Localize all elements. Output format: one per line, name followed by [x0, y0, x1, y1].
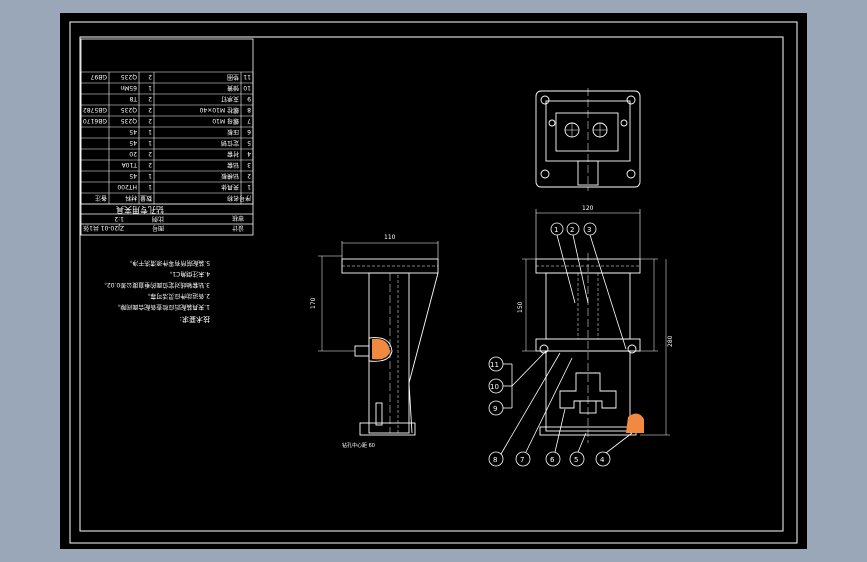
- parts-cell-no: 6: [247, 128, 251, 135]
- parts-cell-name: 支承钉: [221, 95, 239, 103]
- parts-cell-qty: 2: [148, 95, 152, 102]
- parts-cell-material: T8: [129, 95, 138, 102]
- parts-cell-name: 压板: [227, 128, 239, 136]
- left-balloons: [488, 350, 547, 416]
- parts-cell-name: 钻套: [227, 161, 239, 169]
- front-view: [522, 209, 670, 443]
- parts-cell-qty: 2: [148, 106, 152, 113]
- note-line: 1.夹具装配后应检查各配合面间隙。: [114, 303, 210, 311]
- parts-cell-no: 4: [247, 150, 251, 157]
- parts-cell-material: Q235: [121, 73, 137, 80]
- parts-cell-qty: 2: [148, 73, 152, 80]
- parts-cell-qty: 2: [148, 161, 152, 168]
- front-view-hatch: [626, 413, 644, 433]
- title-header-d: 比例: [152, 215, 164, 223]
- balloon-label: 7: [520, 456, 524, 464]
- dim-front-width: 120: [582, 205, 594, 212]
- parts-cell-note: GB97: [90, 73, 107, 80]
- parts-cell-no: 2: [247, 172, 251, 179]
- parts-cell-no: 9: [247, 95, 251, 102]
- title-header-b: 审核: [232, 214, 244, 222]
- parts-cell-qty: 1: [148, 128, 152, 135]
- title-scale: 1:2: [114, 215, 124, 222]
- title-header-c: 图号: [152, 224, 164, 231]
- parts-cell-material: T10A: [121, 161, 138, 168]
- balloon-label: 6: [550, 456, 555, 464]
- parts-cell-material: 20: [129, 150, 137, 157]
- balloon-label: 4: [600, 456, 605, 464]
- parts-cell-no: 5: [247, 139, 251, 146]
- outer-border: [69, 21, 798, 544]
- title-sheet: 共1张: [83, 224, 99, 232]
- parts-cell-qty: 2: [148, 150, 152, 157]
- parts-cell-qty: 1: [148, 183, 152, 190]
- parts-cell-name: 夹具体: [221, 183, 239, 191]
- balloon-label: 5: [574, 456, 578, 464]
- bottom-balloons: [488, 352, 633, 467]
- parts-cell-name: 钻模板: [221, 172, 239, 180]
- balloon-label: 10: [490, 383, 499, 391]
- parts-cell-material: 45: [129, 172, 137, 179]
- balloon-label: 1: [554, 226, 558, 234]
- top-view: [535, 88, 641, 191]
- balloon-label: 9: [493, 405, 497, 413]
- side-view-hatch: [372, 338, 390, 360]
- dim-side-width: 110: [384, 234, 396, 241]
- technical-notes: 技术要求: 1.夹具装配后应检查各配合面间隙。 2.各运动件应灵活可靠。 3.钻…: [101, 259, 210, 324]
- parts-cell-name: 螺栓 M10×40: [199, 106, 239, 114]
- parts-cell-no: 10: [243, 84, 251, 91]
- parts-cell-material: Q235: [121, 106, 137, 113]
- note-line: 3.钻套轴线对定位面的垂直度公差0.02。: [101, 281, 210, 289]
- drawing-title: 钻孔专用夹具: [116, 205, 164, 215]
- note-line: 4.未注倒角C1。: [166, 270, 210, 278]
- dim-front-height-a: 150: [517, 301, 524, 313]
- parts-cell-name: 垫圈: [227, 73, 239, 81]
- parts-header-cell: 备注: [95, 194, 107, 202]
- parts-cell-qty: 1: [148, 172, 152, 179]
- note-line: 2.各运动件应灵活可靠。: [144, 292, 210, 300]
- dim-side-height: 170: [310, 297, 317, 309]
- balloon-label: 2: [570, 226, 574, 234]
- note-line: 技术要求:: [180, 315, 210, 324]
- parts-cell-material: 65Mn: [120, 84, 137, 91]
- parts-cell-name: 螺母 M10: [212, 117, 239, 125]
- parts-cell-note: GB6170: [83, 117, 107, 124]
- parts-cell-no: 8: [247, 106, 251, 113]
- parts-cell-material: HT200: [117, 183, 137, 190]
- title-drawing-no: ZJ20-01: [101, 224, 124, 231]
- parts-header-cell: 材料: [125, 194, 137, 202]
- parts-cell-material: 45: [129, 128, 137, 135]
- parts-header-cell: 数量: [140, 194, 152, 202]
- parts-cell-qty: 2: [148, 117, 152, 124]
- parts-cell-no: 1: [247, 183, 251, 190]
- parts-cell-name: 定位销: [221, 139, 239, 147]
- parts-header-cell: 序号: [239, 194, 251, 202]
- inner-border: [79, 36, 784, 532]
- balloon-label: 3: [587, 226, 591, 234]
- title-header-a: 设计: [232, 224, 244, 232]
- parts-cell-name: 弹簧: [227, 84, 239, 92]
- side-view: [318, 241, 439, 436]
- parts-cell-no: 7: [247, 117, 251, 124]
- balloon-label: 8: [493, 456, 497, 464]
- top-balloons: [550, 222, 627, 350]
- parts-list-table: 序号名称数量材料备注1夹具体1HT2002钻模板1453钻套2T10A4衬套22…: [80, 71, 254, 205]
- parts-header-cell: 名称: [227, 194, 239, 202]
- parts-cell-material: 45: [129, 139, 137, 146]
- side-note: 钻孔中心距 60: [342, 442, 375, 449]
- note-line: 5.装配前所有零件须清洗干净。: [126, 259, 210, 267]
- parts-cell-qty: 1: [148, 139, 152, 146]
- cad-viewport[interactable]: 设计 审核 钻孔专用夹具 1:2 ZJ20-01 图号 比例 共1张 序号名称 数…: [60, 13, 807, 549]
- parts-cell-no: 11: [243, 73, 251, 80]
- parts-cell-name: 衬套: [227, 150, 239, 158]
- parts-cell-note: GB5782: [83, 106, 107, 113]
- dim-front-height-b: 280: [667, 335, 674, 347]
- balloon-label: 11: [490, 361, 499, 369]
- parts-cell-material: Q235: [121, 117, 137, 124]
- parts-cell-no: 3: [247, 161, 251, 168]
- parts-cell-qty: 1: [148, 84, 152, 91]
